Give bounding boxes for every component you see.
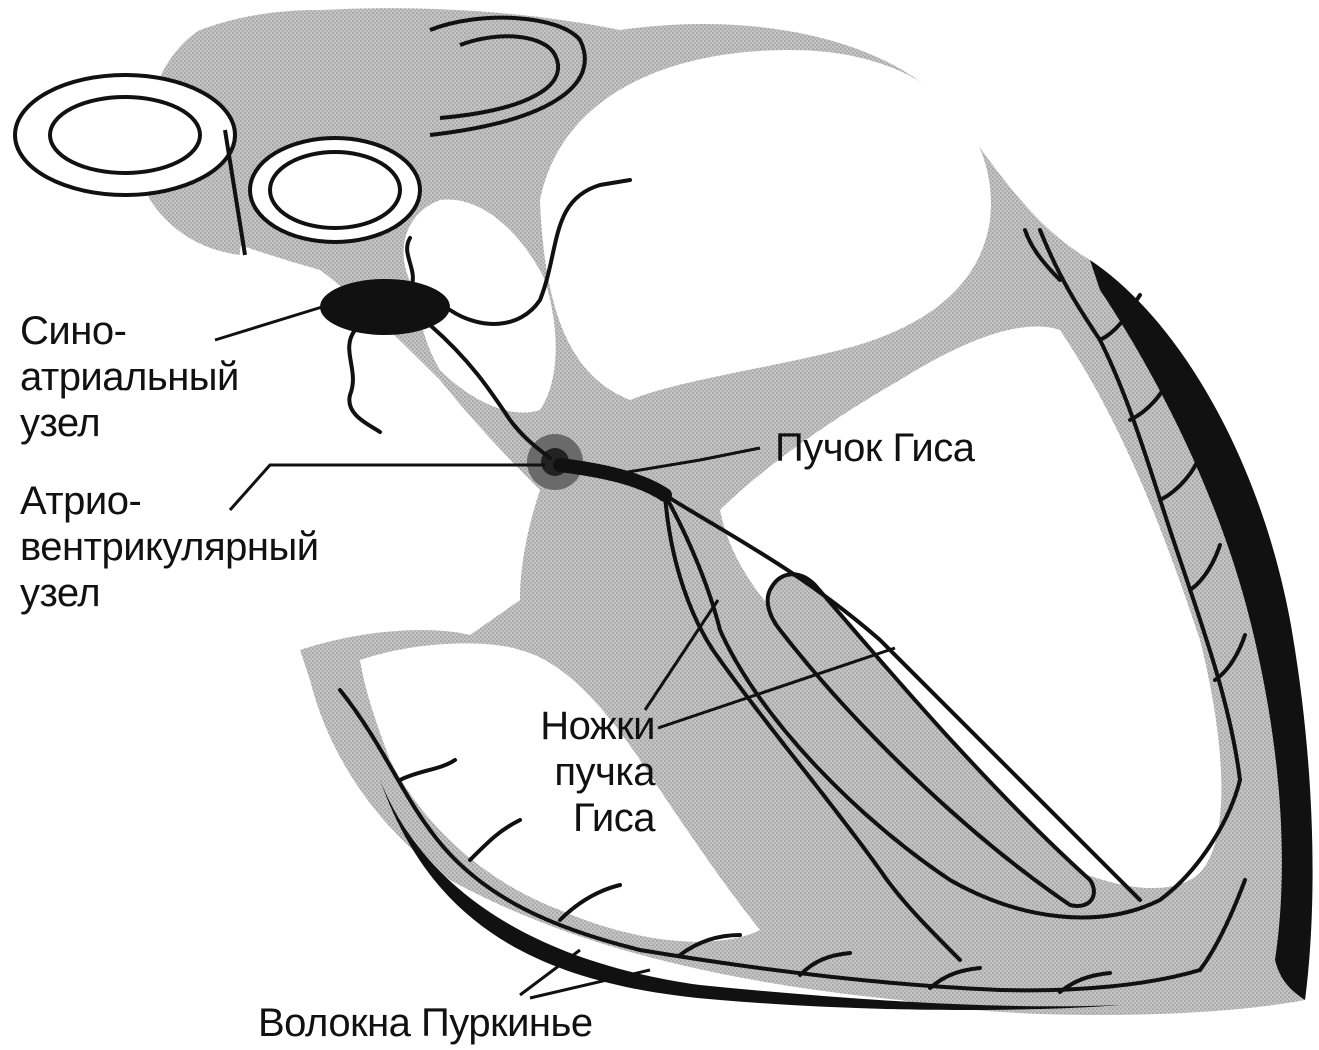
sinoatrial-node-label: Сино- атриальный узел [20, 308, 239, 446]
bundle-branches-label: Ножки пучка Гиса [495, 703, 655, 841]
av-node-label: Атрио- вентрикулярный узел [20, 478, 319, 616]
purkinje-fibers-label: Волокна Пуркинье [258, 1000, 593, 1046]
bundle-of-his-label: Пучок Гиса [775, 425, 974, 471]
